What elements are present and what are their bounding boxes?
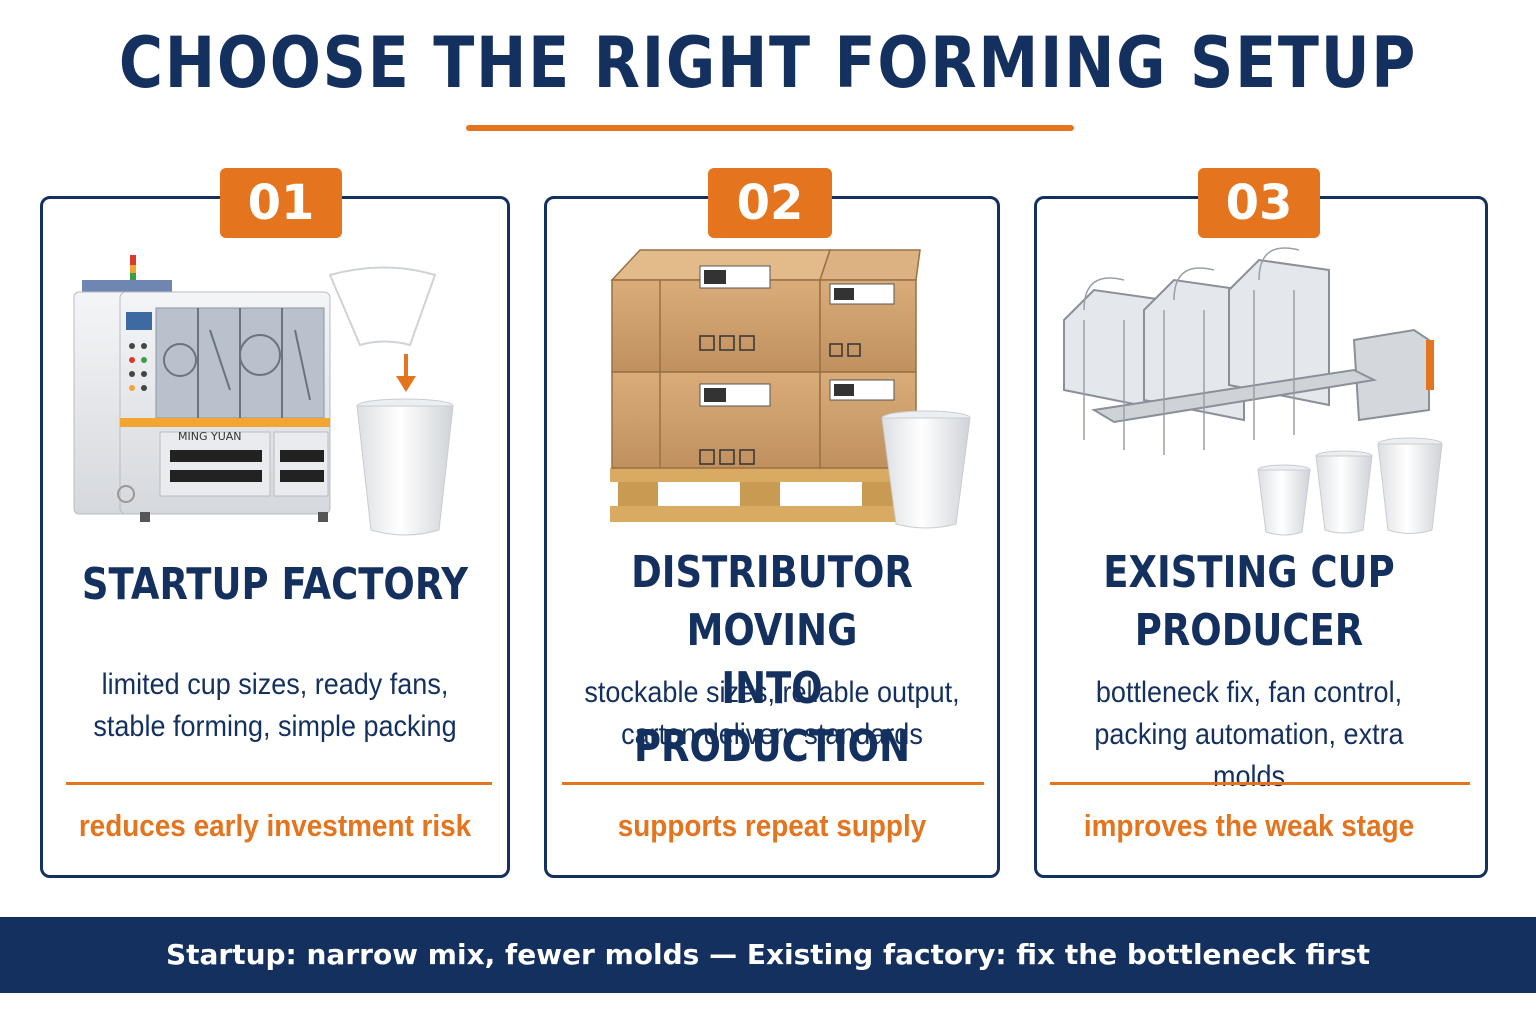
card-number-badge: 01: [220, 168, 342, 238]
card-heading: EXISTING CUP PRODUCER: [1068, 544, 1429, 660]
card-benefit: supports repeat supply: [617, 808, 927, 843]
description-line: bottleneck fix, fan control,: [1095, 676, 1403, 709]
description-line: stable forming, simple packing: [93, 710, 457, 743]
heading-line: STARTUP FACTORY: [81, 559, 469, 610]
page-title: CHOOSE THE RIGHT FORMING SETUP: [118, 22, 1418, 104]
description-line: carton delivery standards: [621, 718, 923, 751]
card-description: stockable sizes, reliable output, carton…: [567, 672, 977, 756]
card-heading: DISTRIBUTOR MOVING INTO PRODUCTION: [580, 544, 963, 776]
card-number-badge: 03: [1198, 168, 1320, 238]
machine-brand-label: MING YUAN: [178, 430, 242, 443]
heading-line: EXISTING CUP: [1103, 547, 1395, 598]
card-benefit: reduces early investment risk: [78, 808, 472, 843]
card-divider: [562, 782, 984, 785]
palletized-cartons-illustration: [610, 249, 971, 529]
card-benefit: improves the weak stage: [1083, 808, 1415, 843]
heading-line: DISTRIBUTOR MOVING: [631, 547, 913, 656]
description-line: packing automation, extra molds: [1094, 718, 1404, 793]
card-divider: [66, 782, 492, 785]
footer-banner: Startup: narrow mix, fewer molds — Exist…: [0, 917, 1536, 993]
heading-line: INTO PRODUCTION: [633, 663, 911, 772]
card-divider: [1050, 782, 1470, 785]
card-description: limited cup sizes, ready fans, stable fo…: [64, 664, 487, 748]
cup-forming-machine-illustration: MING YUAN: [73, 255, 454, 536]
card-description: bottleneck fix, fan control, packing aut…: [1056, 672, 1443, 798]
automated-production-line-illustration: [1063, 247, 1443, 536]
description-line: limited cup sizes, ready fans,: [101, 668, 449, 701]
card-number-badge: 02: [708, 168, 832, 238]
title-underline: [466, 125, 1074, 131]
heading-line: PRODUCER: [1134, 605, 1364, 656]
description-line: stockable sizes, reliable output,: [584, 676, 960, 709]
card-heading: STARTUP FACTORY: [78, 556, 473, 614]
